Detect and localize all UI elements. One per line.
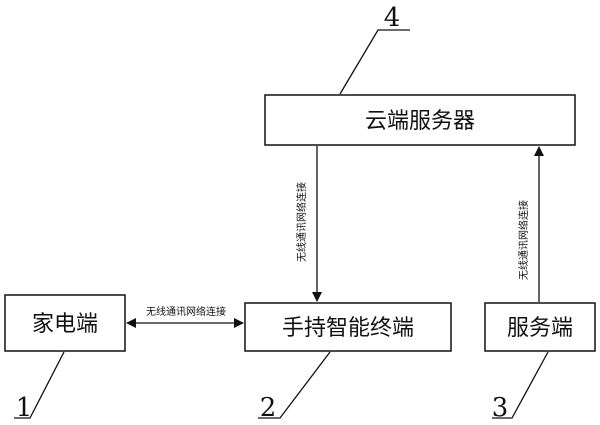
cloud-server-label: 云端服务器 (365, 109, 475, 134)
ref-leader-1 (14, 351, 65, 419)
server-box (484, 302, 596, 352)
ref-callout-1: 1 (14, 351, 65, 423)
appliance-box (4, 294, 126, 352)
ref-number-3: 3 (492, 393, 509, 423)
appliance-label: 家电端 (32, 312, 98, 337)
edge-server-cloud: 无线通讯网络连接 (517, 146, 544, 302)
ref-number-2: 2 (260, 393, 277, 423)
handheld-terminal-node: 手持智能终端 (244, 302, 452, 352)
edge-appliance-handheld: 无线通讯网络连接 (126, 305, 244, 328)
cloud-server-node: 云端服务器 (264, 94, 576, 146)
edge-server-cloud-label: 无线通讯网络连接 (517, 200, 530, 280)
ref-number-1: 1 (16, 393, 33, 423)
appliance-node: 家电端 (4, 294, 126, 352)
ref-leader-2 (258, 351, 331, 419)
cloud-server-box (264, 94, 576, 146)
edge-cloud-handheld: 无线通讯网络连接 (295, 146, 322, 302)
ref-callout-2: 2 (258, 351, 331, 423)
server-label: 服务端 (507, 316, 573, 341)
ref-callout-4: 4 (339, 3, 410, 95)
ref-leader-3 (492, 351, 549, 419)
handheld-terminal-label: 手持智能终端 (282, 316, 414, 341)
ref-callout-3: 3 (492, 351, 549, 423)
ref-leader-4 (339, 29, 410, 95)
ref-number-4: 4 (384, 3, 401, 33)
edge-cloud-handheld-label: 无线通讯网络连接 (295, 182, 308, 262)
edge-appliance-handheld-label: 无线通讯网络连接 (146, 305, 226, 318)
server-node: 服务端 (484, 302, 596, 352)
handheld-terminal-box (244, 302, 452, 352)
